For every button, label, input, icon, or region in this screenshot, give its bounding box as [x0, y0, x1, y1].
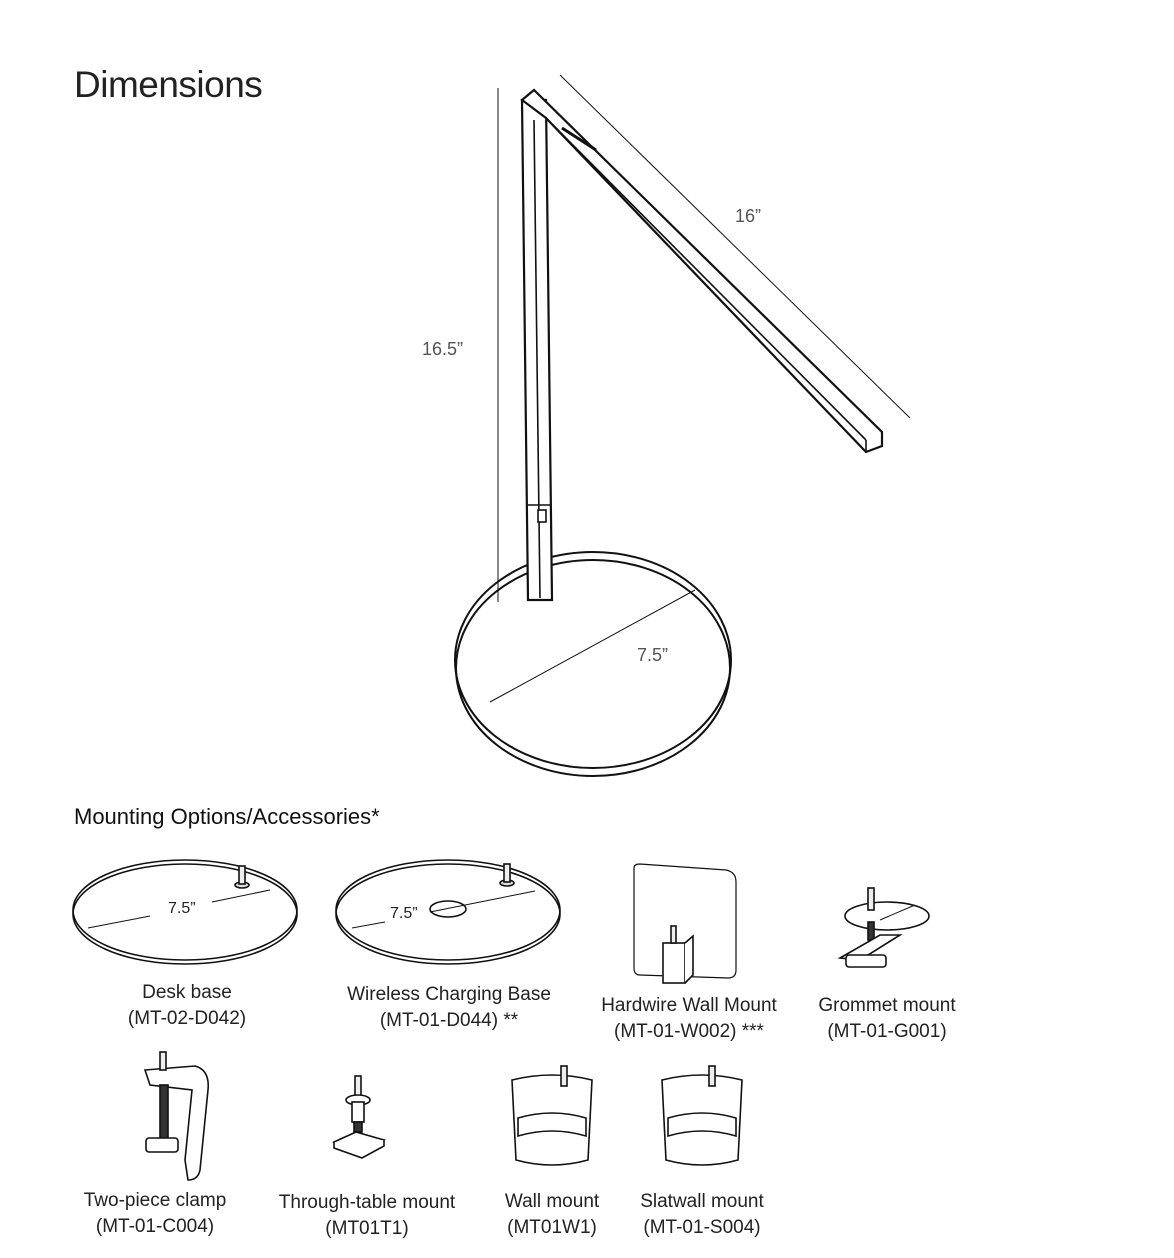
accessory-code: (MT-01-G001)	[827, 1021, 947, 1042]
accessory-name: Wireless Charging Base	[347, 984, 551, 1005]
wireless-base-dimension: 7.5”	[390, 905, 418, 922]
base-dimension-line	[489, 589, 696, 703]
page-title: Dimensions	[74, 64, 263, 105]
wall-mount-drawing	[511, 1065, 593, 1166]
accessory-code: (MT-01-C004)	[95, 1216, 215, 1237]
accessory-code: (MT01W1)	[507, 1217, 597, 1238]
accessory-through-table-mount: Through-table mount (MT01T1)	[279, 1190, 455, 1242]
wireless-base-drawing	[335, 859, 561, 965]
base-diameter-label: 7.5”	[637, 645, 669, 665]
arm-dimension-line	[559, 74, 911, 419]
accessory-code: (MT-02-D042)	[127, 1008, 247, 1029]
accessory-wall-mount: Wall mount (MT01W1)	[505, 1189, 599, 1241]
accessory-name: Slatwall mount	[640, 1191, 764, 1212]
arm-length-label: 16”	[735, 206, 762, 226]
accessory-name: Hardwire Wall Mount	[601, 995, 777, 1016]
section-title: Mounting Options/Accessories*	[74, 804, 380, 829]
accessory-code: (MT-01-D044) **	[379, 1010, 519, 1031]
accessory-grommet-mount: Grommet mount (MT-01-G001)	[818, 993, 955, 1045]
grommet-mount-drawing	[837, 887, 930, 968]
accessory-hardwire-wall-mount: Hardwire Wall Mount (MT-01-W002) ***	[601, 993, 777, 1045]
desk-base-dimension: 7.5”	[168, 900, 196, 917]
accessory-name: Two-piece clamp	[83, 1190, 227, 1211]
accessory-slatwall-mount: Slatwall mount (MT-01-S004)	[640, 1189, 764, 1241]
two-piece-clamp-drawing	[143, 1051, 210, 1181]
accessory-name: Desk base	[142, 982, 232, 1003]
accessory-name: Through-table mount	[278, 1192, 456, 1213]
accessory-code: (MT-01-S004)	[643, 1217, 761, 1238]
desk-base-drawing	[72, 859, 298, 965]
hardwire-wall-mount-drawing	[633, 863, 737, 984]
accessory-wireless-charging-base: Wireless Charging Base (MT-01-D044) **	[347, 982, 551, 1034]
through-table-mount-drawing	[331, 1075, 387, 1159]
height-label: 16.5”	[422, 339, 464, 359]
accessory-name: Grommet mount	[818, 995, 956, 1016]
accessory-code: (MT-01-W002) ***	[614, 1021, 764, 1042]
accessory-desk-base: Desk base (MT-02-D042)	[128, 980, 246, 1032]
accessory-code: (MT01T1)	[325, 1218, 409, 1239]
lamp-drawing	[454, 74, 911, 777]
accessory-two-piece-clamp: Two-piece clamp (MT-01-C004)	[84, 1188, 227, 1240]
accessory-name: Wall mount	[504, 1191, 600, 1212]
slatwall-mount-drawing	[661, 1065, 743, 1166]
